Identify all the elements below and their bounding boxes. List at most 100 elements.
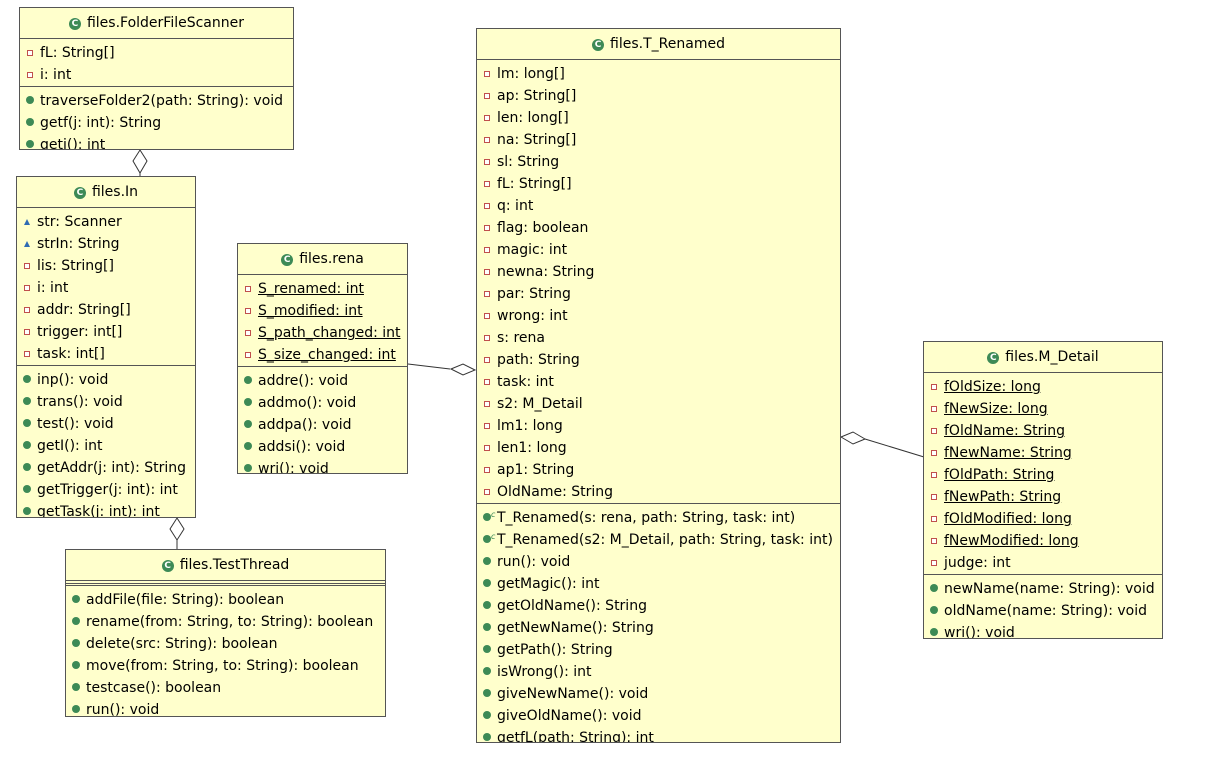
field-par[interactable]: par: String — [477, 282, 840, 304]
method-test[interactable]: test(): void — [17, 412, 195, 434]
field-s-path-changed[interactable]: S_path_changed: int — [238, 321, 407, 343]
field-magic[interactable]: magic: int — [477, 238, 840, 260]
field-s[interactable]: s: rena — [477, 326, 840, 348]
field-fl[interactable]: fL: String[] — [477, 172, 840, 194]
field-oldname[interactable]: OldName: String — [477, 480, 840, 502]
method-giveoldname[interactable]: giveOldName(): void — [477, 704, 840, 726]
method-move[interactable]: move(from: String, to: String): boolean — [66, 654, 385, 676]
method-getf[interactable]: getf(j: int): String — [20, 111, 293, 133]
field-str[interactable]: str: Scanner — [17, 210, 195, 232]
method-t-renamed[interactable]: T_Renamed(s: rena, path: String, task: i… — [477, 506, 840, 528]
field-task[interactable]: task: int[] — [17, 342, 195, 364]
private-visibility-icon — [931, 538, 937, 544]
field-na[interactable]: na: String[] — [477, 128, 840, 150]
field-wrong[interactable]: wrong: int — [477, 304, 840, 326]
method-run[interactable]: run(): void — [66, 698, 385, 716]
field-foldmodified[interactable]: fOldModified: long — [924, 507, 1162, 529]
method-addpa[interactable]: addpa(): void — [238, 413, 407, 435]
method-wri[interactable]: wri(): void — [238, 457, 407, 473]
field-ap[interactable]: ap: String[] — [477, 84, 840, 106]
method-geti[interactable]: geti(): int — [20, 133, 293, 149]
method-inp[interactable]: inp(): void — [17, 368, 195, 390]
method-getaddr[interactable]: getAddr(j: int): String — [17, 456, 195, 478]
field-foldname[interactable]: fOldName: String — [924, 419, 1162, 441]
method-addmo[interactable]: addmo(): void — [238, 391, 407, 413]
field-i[interactable]: i: int — [20, 63, 293, 85]
field-ap1[interactable]: ap1: String — [477, 458, 840, 480]
field-newna[interactable]: newna: String — [477, 260, 840, 282]
field-foldpath[interactable]: fOldPath: String — [924, 463, 1162, 485]
field-strin[interactable]: strIn: String — [17, 232, 195, 254]
method-iswrong[interactable]: isWrong(): int — [477, 660, 840, 682]
member-signature: lm: long[] — [497, 66, 565, 82]
method-getnewname[interactable]: getNewName(): String — [477, 616, 840, 638]
field-lm[interactable]: lm: long[] — [477, 62, 840, 84]
member-signature: giveNewName(): void — [497, 686, 649, 702]
method-getpath[interactable]: getPath(): String — [477, 638, 840, 660]
method-delete[interactable]: delete(src: String): boolean — [66, 632, 385, 654]
field-s-size-changed[interactable]: S_size_changed: int — [238, 343, 407, 365]
field-trigger[interactable]: trigger: int[] — [17, 320, 195, 342]
field-lis[interactable]: lis: String[] — [17, 254, 195, 276]
method-wri[interactable]: wri(): void — [924, 621, 1162, 638]
field-flag[interactable]: flag: boolean — [477, 216, 840, 238]
member-icon-slot — [483, 194, 491, 216]
method-newname[interactable]: newName(name: String): void — [924, 577, 1162, 599]
member-icon-slot — [483, 260, 491, 282]
field-task[interactable]: task: int — [477, 370, 840, 392]
method-getfl[interactable]: getfL(path: String): int — [477, 726, 840, 742]
member-icon-slot — [483, 480, 491, 502]
field-foldsize[interactable]: fOldSize: long — [924, 375, 1162, 397]
field-fnewpath[interactable]: fNewPath: String — [924, 485, 1162, 507]
field-len[interactable]: len: long[] — [477, 106, 840, 128]
public-visibility-icon — [72, 705, 80, 713]
method-traversefolder2[interactable]: traverseFolder2(path: String): void — [20, 89, 293, 111]
method-givenewname[interactable]: giveNewName(): void — [477, 682, 840, 704]
field-fnewsize[interactable]: fNewSize: long — [924, 397, 1162, 419]
method-getmagic[interactable]: getMagic(): int — [477, 572, 840, 594]
method-addre[interactable]: addre(): void — [238, 369, 407, 391]
field-fnewmodified[interactable]: fNewModified: long — [924, 529, 1162, 551]
field-i[interactable]: i: int — [17, 276, 195, 298]
method-trans[interactable]: trans(): void — [17, 390, 195, 412]
field-addr[interactable]: addr: String[] — [17, 298, 195, 320]
field-q[interactable]: q: int — [477, 194, 840, 216]
field-lm1[interactable]: lm1: long — [477, 414, 840, 436]
method-oldname[interactable]: oldName(name: String): void — [924, 599, 1162, 621]
class-name: files.M_Detail — [1005, 349, 1099, 365]
field-fnewname[interactable]: fNewName: String — [924, 441, 1162, 463]
member-icon-slot — [23, 456, 31, 478]
field-sl[interactable]: sl: String — [477, 150, 840, 172]
field-judge[interactable]: judge: int — [924, 551, 1162, 573]
member-icon-slot — [483, 326, 491, 348]
member-icon-slot — [23, 434, 31, 456]
method-getoldname[interactable]: getOldName(): String — [477, 594, 840, 616]
field-path[interactable]: path: String — [477, 348, 840, 370]
method-addfile[interactable]: addFile(file: String): boolean — [66, 588, 385, 610]
field-s-renamed[interactable]: S_renamed: int — [238, 277, 407, 299]
attributes-compartment — [66, 581, 385, 586]
method-rename[interactable]: rename(from: String, to: String): boolea… — [66, 610, 385, 632]
method-gettask[interactable]: getTask(j: int): int — [17, 500, 195, 517]
member-signature: oldName(name: String): void — [944, 603, 1148, 619]
field-fl[interactable]: fL: String[] — [20, 41, 293, 63]
method-addsi[interactable]: addsi(): void — [238, 435, 407, 457]
method-testcase[interactable]: testcase(): boolean — [66, 676, 385, 698]
private-visibility-icon — [484, 313, 490, 319]
method-geti[interactable]: getI(): int — [17, 434, 195, 456]
field-s-modified[interactable]: S_modified: int — [238, 299, 407, 321]
method-run[interactable]: run(): void — [477, 550, 840, 572]
constructor-icon — [483, 513, 491, 521]
method-gettrigger[interactable]: getTrigger(j: int): int — [17, 478, 195, 500]
field-s2[interactable]: s2: M_Detail — [477, 392, 840, 414]
private-visibility-icon — [24, 329, 30, 335]
field-len1[interactable]: len1: long — [477, 436, 840, 458]
method-t-renamed[interactable]: T_Renamed(s2: M_Detail, path: String, ta… — [477, 528, 840, 550]
